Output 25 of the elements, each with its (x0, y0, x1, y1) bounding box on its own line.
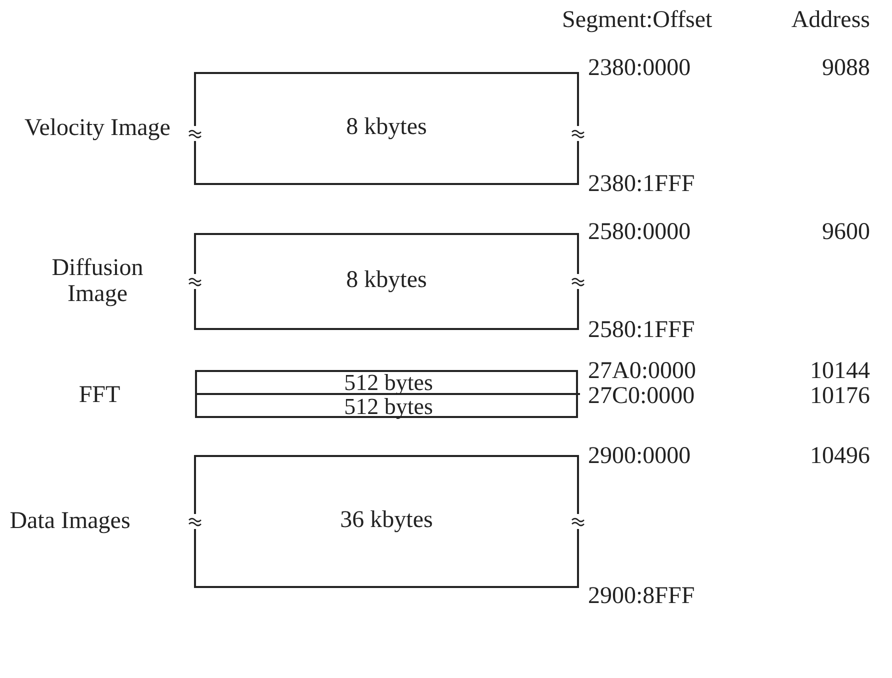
region-label: Velocity Image (24, 114, 172, 143)
column-header: Segment:Offset (562, 8, 712, 32)
memory-block (197, 372, 580, 395)
segment-offset-value: 2900:0000 (588, 444, 691, 468)
address-value: 10496 (810, 444, 870, 468)
region-label: Diffusion Image (50, 254, 144, 308)
region-label: FFT (78, 381, 122, 410)
address-value: 9088 (822, 56, 870, 80)
address-value: 10144 (810, 359, 870, 383)
block-size-label: 512 bytes (343, 371, 434, 394)
region-label: Data Images (8, 506, 132, 536)
block-size-label: 8 kbytes (345, 266, 428, 295)
segment-offset-value: 27C0:0000 (588, 384, 695, 408)
segment-offset-value: 2380:0000 (588, 56, 691, 80)
address-value: 10176 (810, 384, 870, 408)
segment-offset-value: 2580:1FFF (588, 318, 695, 342)
block-size-label: 8 kbytes (345, 113, 428, 142)
address-value: 9600 (822, 220, 870, 244)
block-size-label: 512 bytes (343, 394, 434, 419)
segment-offset-value: 27A0:0000 (588, 359, 696, 383)
segment-offset-value: 2580:0000 (588, 220, 691, 244)
column-header: Address (791, 8, 870, 32)
segment-offset-value: 2380:1FFF (588, 172, 695, 196)
segment-offset-value: 2900:8FFF (588, 584, 695, 608)
block-size-label: 36 kbytes (339, 506, 434, 535)
